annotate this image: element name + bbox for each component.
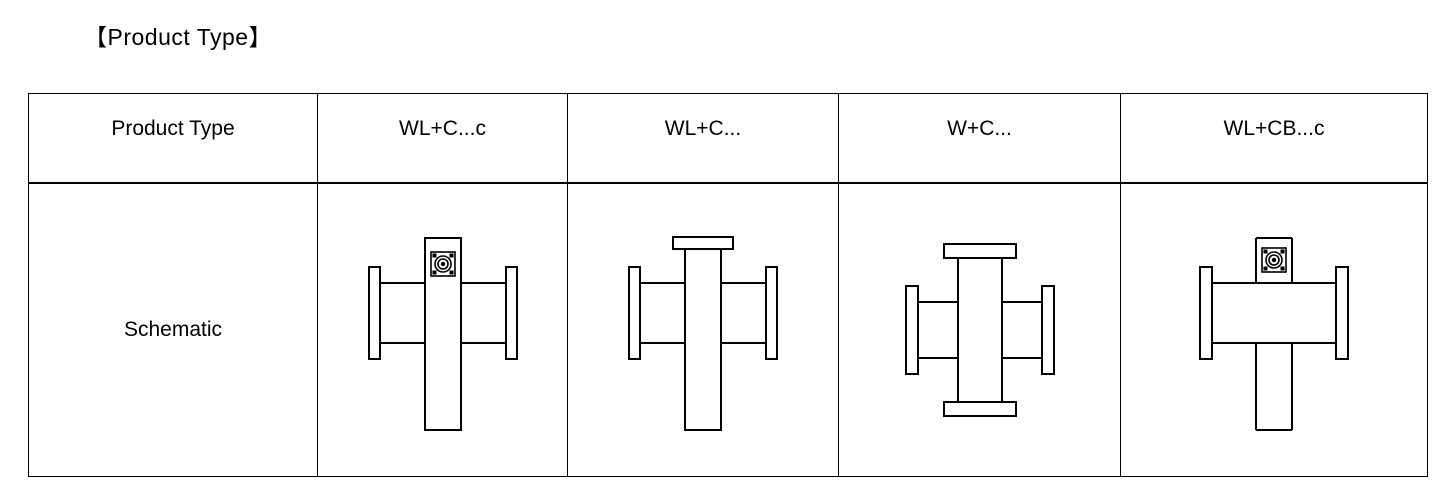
schematic-wrap-wl-c [568, 184, 838, 476]
square-flange-connector-icon [1261, 246, 1287, 273]
schematic-tee-top-flange [628, 235, 778, 431]
right-flange [1335, 265, 1349, 360]
schematic-wrap-wl-cb-c [1121, 184, 1427, 476]
top-flange [942, 243, 1017, 259]
right-flange [1040, 285, 1055, 375]
vertical-body [956, 258, 1003, 402]
row-label-schematic: Schematic [123, 318, 223, 341]
left-arm [917, 301, 958, 359]
right-arm [1001, 301, 1042, 359]
header-cell-wl-c: WL+C... [567, 93, 839, 184]
header-label-wl-cb-c: WL+CB...c [1223, 117, 1325, 140]
left-flange [628, 265, 641, 360]
product-type-table: Product Type WL+C...c WL+C... W+C... WL+… [28, 93, 1428, 477]
header-cell-product-type: Product Type [28, 93, 318, 184]
right-arm [720, 281, 766, 344]
schematic-cross-four-flanges [904, 243, 1055, 417]
table-row-schematic: Schematic [28, 182, 1428, 477]
left-flange [1199, 265, 1213, 360]
header-label-w-c: W+C... [947, 117, 1012, 140]
top-flange [672, 235, 734, 250]
header-label-product-type: Product Type [111, 117, 235, 140]
right-flange [504, 265, 518, 360]
bottom-flange [942, 401, 1017, 417]
header-cell-w-c: W+C... [838, 93, 1121, 184]
right-arm [459, 281, 506, 344]
header-label-wl-c-c: WL+C...c [399, 117, 486, 140]
square-flange-connector-icon [429, 250, 456, 277]
header-label-wl-c: WL+C... [664, 117, 742, 140]
row-label-cell-schematic: Schematic [28, 182, 318, 477]
right-flange [765, 265, 778, 360]
table-header-row: Product Type WL+C...c WL+C... W+C... WL+… [28, 93, 1428, 184]
vertical-body-caps [1256, 236, 1292, 431]
left-flange [367, 265, 381, 360]
left-flange [904, 285, 919, 375]
left-arm [640, 281, 686, 344]
page-title: 【Product Type】 [84, 24, 273, 50]
main-body [684, 247, 722, 431]
schematic-cross-wide-body-connector [1199, 236, 1349, 431]
schematic-cell-wl-c [567, 182, 839, 477]
left-arm [379, 281, 426, 344]
horizontal-body [1212, 281, 1336, 344]
vertical-body [1255, 237, 1293, 430]
header-cell-wl-cb-c: WL+CB...c [1120, 93, 1428, 184]
schematic-wrap-w-c [839, 184, 1120, 476]
schematic-tee-with-connector [367, 236, 518, 431]
schematic-wrap-wl-c-c [318, 184, 567, 476]
header-cell-wl-c-c: WL+C...c [317, 93, 568, 184]
schematic-cell-w-c [838, 182, 1121, 477]
schematic-cell-wl-cb-c [1120, 182, 1428, 477]
schematic-cell-wl-c-c [317, 182, 568, 477]
